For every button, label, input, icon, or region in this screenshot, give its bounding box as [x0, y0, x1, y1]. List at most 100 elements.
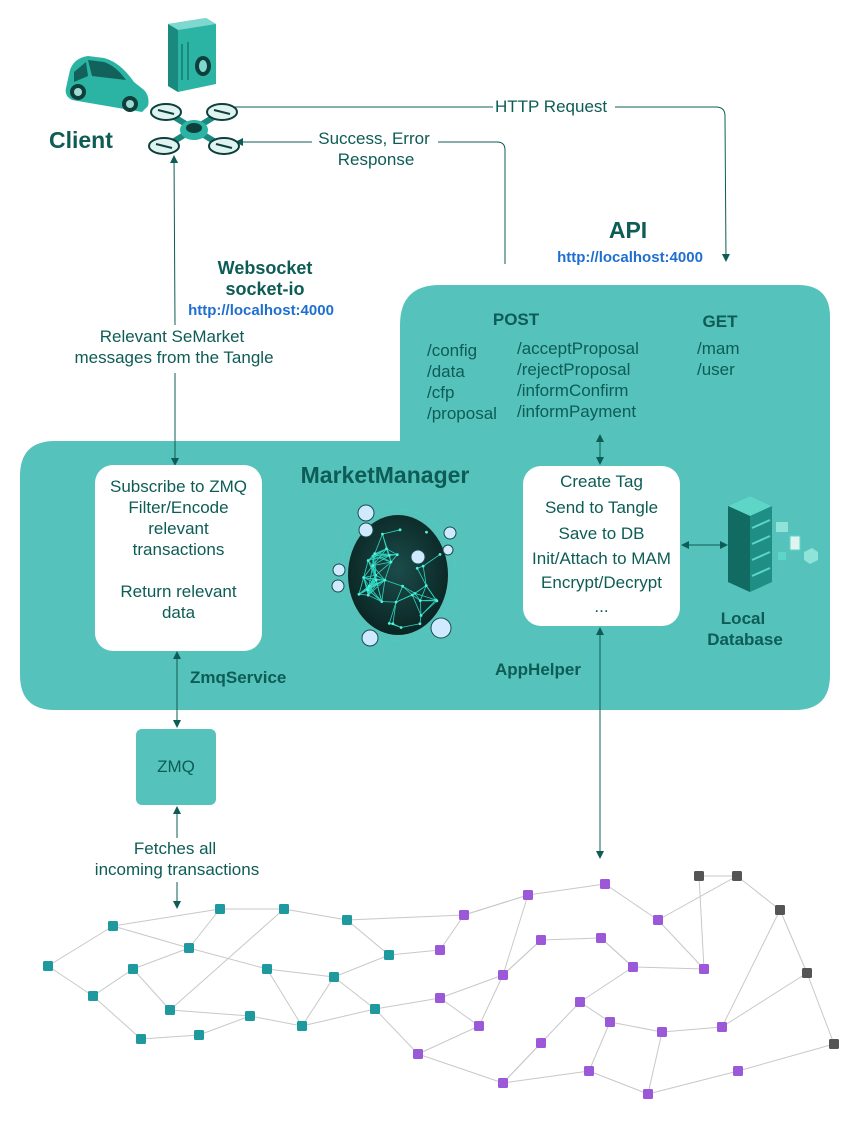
- tangle-edge: [647, 1031, 663, 1095]
- tangle-edge: [779, 909, 808, 974]
- tangle-node: [775, 905, 785, 915]
- response-label-line1: Success, Error: [318, 129, 430, 148]
- tangle-edge: [374, 1008, 419, 1055]
- tangle-node: [829, 1039, 839, 1049]
- tangle-edge: [604, 883, 659, 921]
- tangle-edge: [301, 1008, 376, 1027]
- fetch-label-line2: incoming transactions: [94, 860, 260, 879]
- tangle-node: [596, 933, 606, 943]
- tangle-node: [802, 968, 812, 978]
- tangle-edge: [540, 1001, 581, 1044]
- api-endpoint: /config: [427, 341, 478, 360]
- tangle-edge: [540, 937, 602, 941]
- api-endpoint: /cfp: [427, 383, 455, 402]
- tangle-node: [215, 904, 225, 914]
- local-db-label-line2: Database: [707, 630, 783, 649]
- tangle-edge: [92, 995, 142, 1040]
- tangle-edge: [283, 908, 348, 921]
- tangle-edge: [388, 949, 441, 956]
- tangle-edge: [112, 908, 221, 927]
- tangle-edge: [737, 1043, 835, 1072]
- post-endpoints-col1: /config/data/cfp/proposal: [427, 340, 497, 424]
- tangle-edge: [140, 1034, 200, 1040]
- tangle-edge: [439, 997, 480, 1027]
- get-endpoints: /mam/user: [697, 338, 740, 380]
- zmq-service-step: Subscribe to ZMQ: [110, 477, 247, 496]
- tangle-node: [643, 1089, 653, 1099]
- tangle-edge: [588, 1021, 611, 1072]
- tangle-edge: [502, 894, 529, 976]
- tangle-edge: [417, 1053, 504, 1084]
- tangle-edge: [301, 976, 335, 1027]
- tangle-node: [245, 1011, 255, 1021]
- tangle-node: [342, 915, 352, 925]
- client-label: Client: [49, 127, 113, 153]
- tangle-edge: [112, 925, 190, 949]
- tangle-edge: [588, 1070, 649, 1095]
- zmq-service-step: transactions: [132, 540, 225, 559]
- tangle-edge: [188, 908, 221, 949]
- tangle-edge: [502, 1070, 590, 1084]
- local-db-label-line1: Local: [720, 609, 766, 628]
- tangle-node: [498, 970, 508, 980]
- tangle-node: [699, 964, 709, 974]
- tangle-edge: [47, 965, 94, 997]
- tangle-edge: [169, 908, 285, 1011]
- drone-icon: [148, 103, 240, 155]
- app-helper-step: Send to Tangle: [544, 498, 659, 517]
- tangle-node: [628, 962, 638, 972]
- tangle-node: [262, 964, 272, 974]
- tangle-edge: [632, 966, 705, 970]
- app-helper-step: Create Tag: [560, 472, 643, 491]
- tangle-node: [128, 964, 138, 974]
- tangle-node: [694, 871, 704, 881]
- tangle-edge: [721, 972, 808, 1028]
- tangle-node: [88, 991, 98, 1001]
- api-endpoint: /informPayment: [517, 402, 637, 421]
- zmq-service-step: data: [161, 603, 196, 622]
- api-url[interactable]: http://localhost:4000: [557, 249, 703, 266]
- tangle-edge: [657, 875, 738, 921]
- tangle-node: [584, 1066, 594, 1076]
- tangle-node: [435, 945, 445, 955]
- tangle-edge: [346, 919, 390, 956]
- tangle-edge: [657, 919, 705, 970]
- tangle-edge: [169, 1009, 251, 1017]
- api-endpoint: /user: [697, 360, 735, 379]
- zmq-service-step: Filter/Encode: [128, 498, 229, 517]
- api-endpoint: /acceptProposal: [517, 339, 639, 358]
- api-endpoint: /informConfirm: [517, 381, 629, 400]
- api-endpoint: /rejectProposal: [517, 360, 631, 379]
- websocket-url[interactable]: http://localhost:4000: [188, 302, 334, 319]
- app-helper-step: Init/Attach to MAM: [532, 549, 671, 568]
- tangle-edge: [527, 883, 606, 896]
- tangle-node: [657, 1027, 667, 1037]
- tangle-edge: [647, 1070, 739, 1095]
- tangle-edge: [266, 968, 303, 1027]
- fetch-label-line1: Fetches all: [133, 839, 217, 858]
- zmq-service-step: Return relevant: [120, 582, 237, 601]
- tangle-edge: [346, 914, 465, 921]
- websocket-messages-line2: messages from the Tangle: [74, 348, 274, 367]
- tangle-node: [413, 1049, 423, 1059]
- tangle-edge: [47, 925, 114, 967]
- globe-network-icon: [331, 504, 457, 647]
- tangle-edge: [417, 1025, 480, 1055]
- tangle-node: [184, 943, 194, 953]
- tangle-node: [498, 1078, 508, 1088]
- tangle-edge: [92, 968, 134, 997]
- tangle-edge: [721, 909, 781, 1028]
- tangle-node: [297, 1021, 307, 1031]
- zmq-service-step: [95, 560, 262, 581]
- http-request-label: HTTP Request: [495, 97, 608, 116]
- tangle-node: [536, 935, 546, 945]
- app-helper-label: AppHelper: [495, 660, 581, 679]
- tangle-edge: [132, 968, 171, 1011]
- tangle-edge: [502, 939, 542, 976]
- api-endpoint: /mam: [697, 339, 740, 358]
- tangle-node: [329, 972, 339, 982]
- tangle-edge: [806, 972, 835, 1045]
